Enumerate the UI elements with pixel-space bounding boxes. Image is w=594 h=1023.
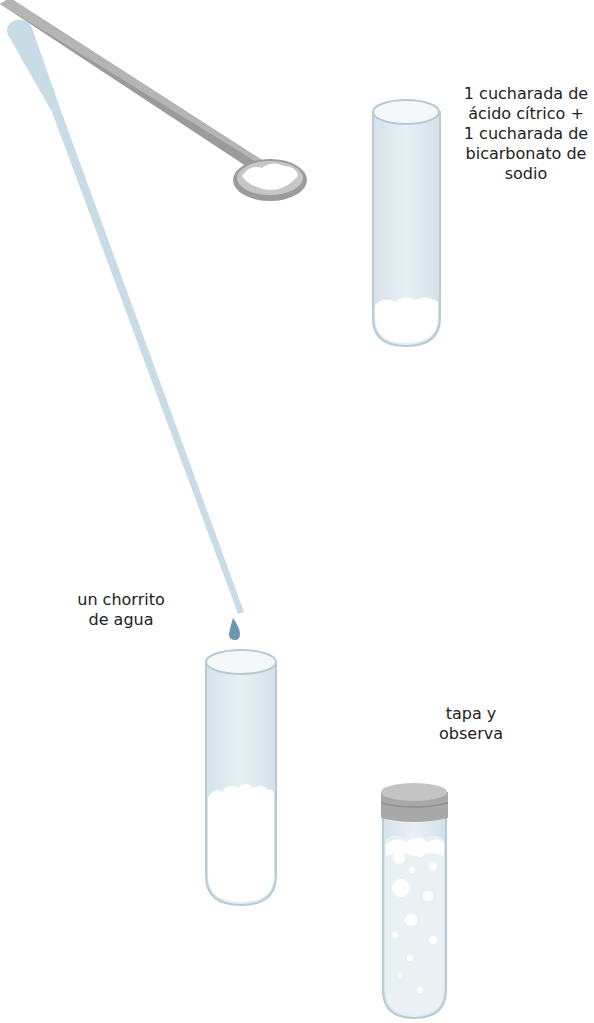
water-drop xyxy=(229,618,240,640)
step-note: tapa y observa xyxy=(429,704,513,744)
test-tube-capped xyxy=(381,783,448,1018)
test-tube xyxy=(373,100,440,346)
test-tube xyxy=(206,650,276,905)
bubbles xyxy=(386,838,444,993)
spoon xyxy=(0,0,307,201)
ingredients-note: 1 cucharada de ácido cítrico + 1 cuchara… xyxy=(462,84,590,184)
pipette xyxy=(7,20,244,640)
step-note: un chorrito de agua xyxy=(71,590,171,630)
